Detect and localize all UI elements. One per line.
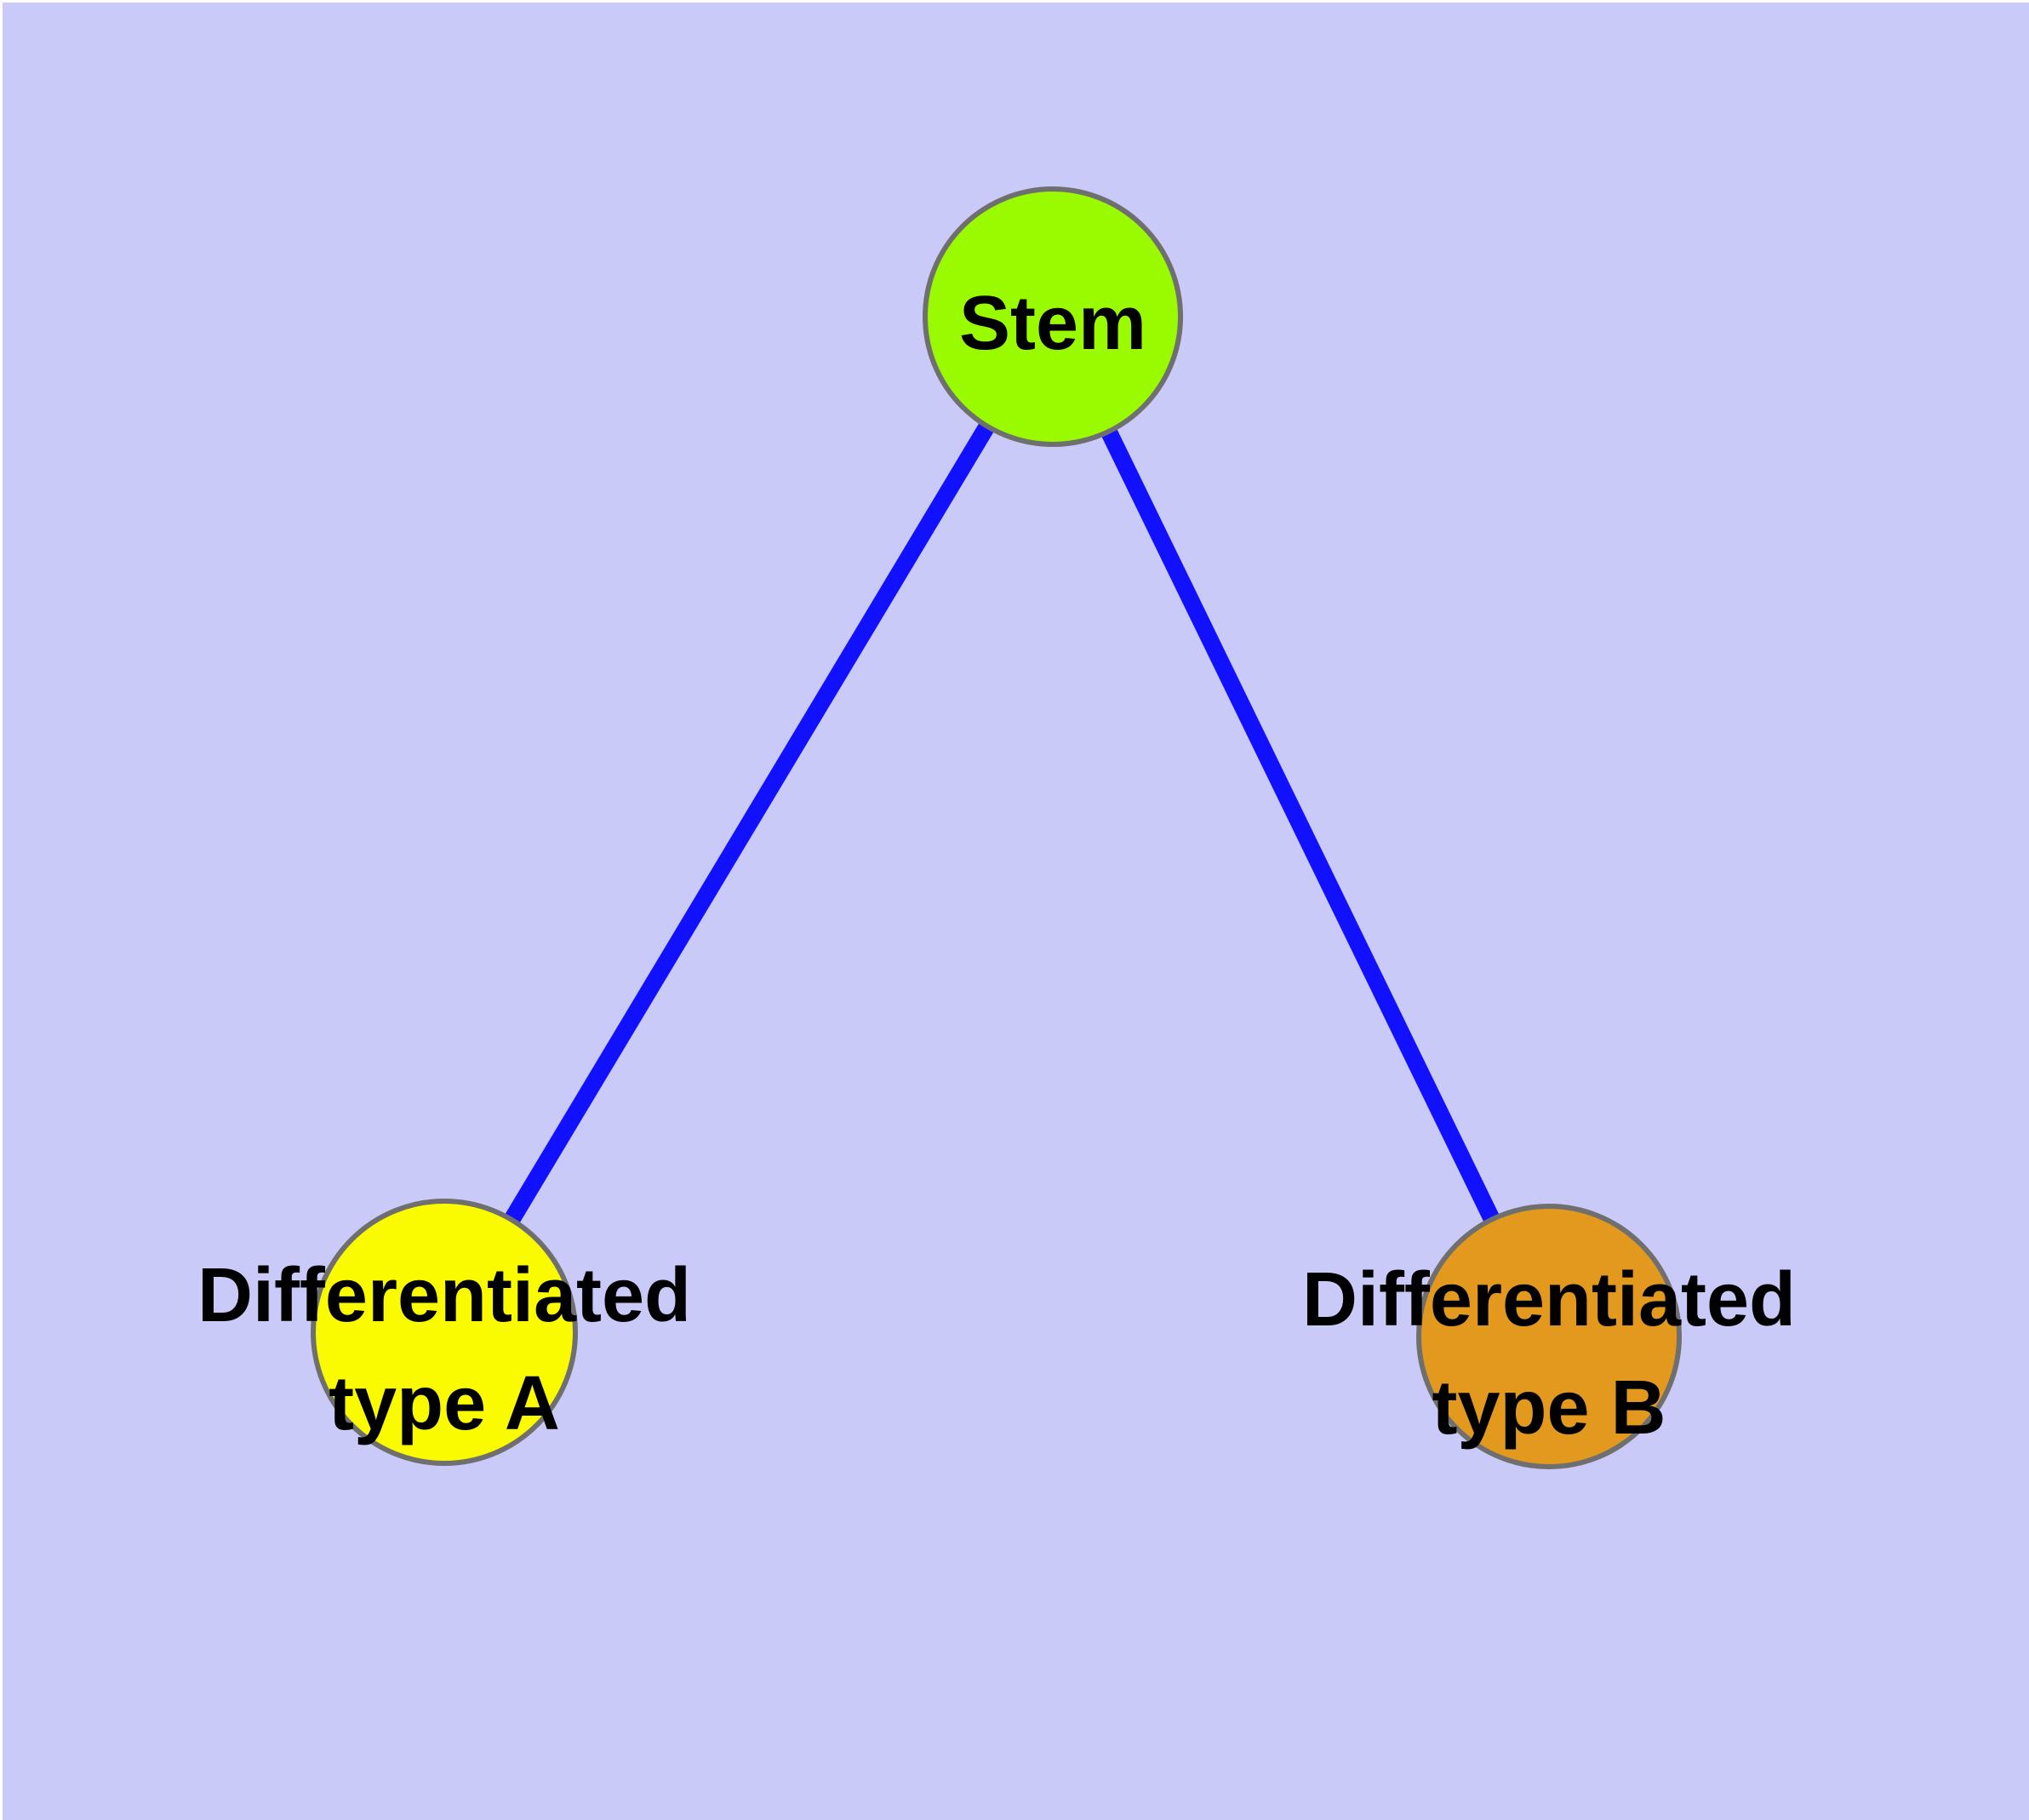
node-differentiated-type-a — [311, 1199, 578, 1466]
node-stem — [923, 186, 1183, 447]
node-type-a-label-line2: type A — [329, 1361, 560, 1446]
node-type-b-label-line2: type B — [1432, 1365, 1666, 1451]
node-type-b-label-line1: Differentiated — [1302, 1257, 1796, 1342]
edge-stem-to-type-a — [437, 312, 1060, 1337]
node-type-a-label-line1: Differentiated — [197, 1253, 691, 1338]
node-stem-label: Stem — [959, 281, 1146, 366]
edge-stem-to-type-b — [1045, 312, 1557, 1341]
node-differentiated-type-b — [1416, 1204, 1682, 1469]
